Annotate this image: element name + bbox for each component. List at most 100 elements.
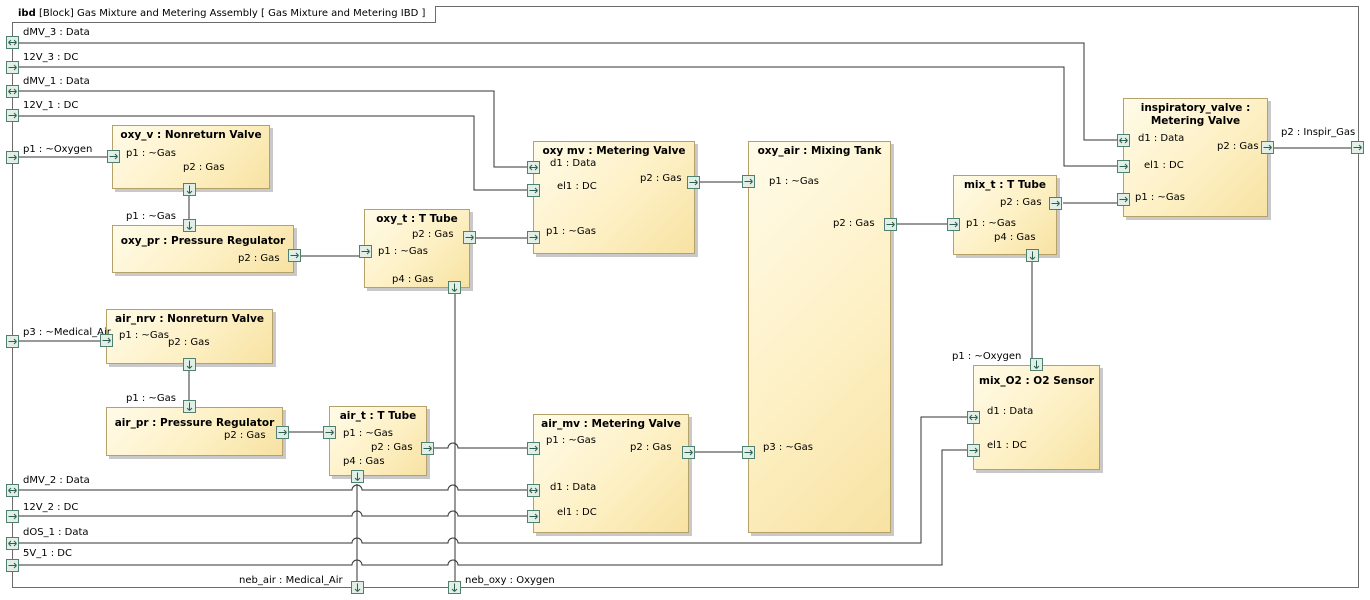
port-p3-air[interactable] [6, 335, 19, 348]
port-air-nrv-p2[interactable] [183, 358, 196, 371]
bidirectional-arrow-icon [529, 164, 538, 171]
port-insp-p2[interactable] [1261, 141, 1274, 154]
port-label: p2 : Gas [1000, 197, 1042, 208]
arrow-down-icon [354, 583, 361, 592]
port-air-t-p1[interactable] [323, 426, 336, 439]
arrow-right-icon [886, 221, 895, 228]
block-oxy-v[interactable]: oxy_v : Nonreturn Valve [112, 125, 270, 189]
port-air-mv-d1[interactable] [527, 484, 540, 497]
block-title: air_nrv : Nonreturn Valve [115, 313, 264, 325]
port-neb-oxy[interactable] [448, 581, 461, 594]
port-label: p1 : ~Gas [378, 246, 428, 257]
connector-dMV1 [19, 90, 530, 168]
frame-title: ibd [Block] Gas Mixture and Metering Ass… [12, 6, 437, 23]
port-label-neb-air: neb_air : Medical_Air [239, 575, 343, 586]
port-mix-o2-p1[interactable] [1030, 358, 1043, 371]
port-insp-el1[interactable] [1117, 160, 1130, 173]
port-12V3[interactable] [6, 61, 19, 74]
port-dOS1[interactable] [6, 537, 19, 550]
port-label: p2 : Gas [412, 229, 454, 240]
port-label-dOS1: dOS_1 : Data [23, 527, 89, 538]
port-air-mv-el1[interactable] [527, 510, 540, 523]
port-air-t-p4[interactable] [351, 470, 364, 483]
port-mix-t-p4[interactable] [1026, 249, 1039, 262]
bidirectional-arrow-icon [8, 540, 17, 547]
port-oxy-t-p4[interactable] [448, 281, 461, 294]
port-insp-d1[interactable] [1117, 134, 1130, 147]
arrow-right-icon [689, 179, 698, 186]
bidirectional-arrow-icon [8, 487, 17, 494]
port-dMV1[interactable] [6, 85, 19, 98]
port-5V1[interactable] [6, 559, 19, 572]
port-dMV2[interactable] [6, 484, 19, 497]
port-insp-p1[interactable] [1117, 193, 1130, 206]
arrow-down-icon [186, 360, 193, 369]
port-oxy-pr-p1[interactable] [183, 219, 196, 232]
block-title: oxy mv : Metering Valve [542, 145, 686, 157]
port-oxy-pr-p2[interactable] [288, 249, 301, 262]
connector-12V3 [19, 66, 1120, 167]
port-oxy-air-p1[interactable] [742, 175, 755, 188]
block-inspiratory-valve[interactable]: inspiratory_valve : Metering Valve [1123, 98, 1268, 217]
block-air-t[interactable]: air_t : T Tube [329, 406, 427, 476]
connector-12V2 [19, 510, 530, 517]
port-oxy-t-p1[interactable] [359, 245, 372, 258]
port-mix-o2-d1[interactable] [967, 411, 980, 424]
port-air-t-p2[interactable] [421, 442, 434, 455]
port-oxy-mv-el1[interactable] [527, 184, 540, 197]
arrow-right-icon [744, 178, 753, 185]
block-oxy-mv[interactable]: oxy mv : Metering Valve [533, 141, 695, 254]
port-mix-t-p1[interactable] [947, 218, 960, 231]
port-neb-air[interactable] [351, 581, 364, 594]
port-label-12V3: 12V_3 : DC [23, 52, 79, 63]
port-air-pr-p1[interactable] [183, 400, 196, 413]
port-oxy-air-p2[interactable] [884, 218, 897, 231]
port-mix-t-p2[interactable] [1049, 197, 1062, 210]
arrow-down-icon [354, 472, 361, 481]
port-oxy-mv-p1[interactable] [527, 231, 540, 244]
block-oxy-air[interactable]: oxy_air : Mixing Tank [748, 141, 891, 533]
port-p2-inspir[interactable] [1351, 141, 1364, 154]
port-label-dMV2: dMV_2 : Data [23, 475, 90, 486]
block-title: oxy_pr : Pressure Regulator [120, 235, 286, 247]
port-mix-o2-el1[interactable] [967, 444, 980, 457]
block-title: air_mv : Metering Valve [541, 418, 681, 430]
port-12V2[interactable] [6, 510, 19, 523]
arrow-right-icon [8, 338, 17, 345]
port-p1-oxygen[interactable] [6, 151, 19, 164]
port-label: p2 : Gas [183, 162, 225, 173]
port-air-mv-p2[interactable] [682, 446, 695, 459]
block-title: oxy_v : Nonreturn Valve [120, 129, 262, 141]
block-air-pr[interactable]: air_pr : Pressure Regulator [106, 407, 283, 456]
port-oxy-air-p3[interactable] [742, 446, 755, 459]
arrow-down-icon [186, 221, 193, 230]
block-oxy-pr[interactable]: oxy_pr : Pressure Regulator [112, 225, 294, 273]
port-12V1[interactable] [6, 109, 19, 122]
bidirectional-arrow-icon [8, 39, 17, 46]
port-air-pr-p2[interactable] [276, 426, 289, 439]
block-mix-t[interactable]: mix_t : T Tube [953, 175, 1057, 255]
block-oxy-t[interactable]: oxy_t : T Tube [364, 209, 470, 288]
port-oxy-v-p2[interactable] [183, 183, 196, 196]
port-oxy-v-p1[interactable] [107, 150, 120, 163]
port-oxy-mv-d1[interactable] [527, 161, 540, 174]
port-label: d1 : Data [550, 158, 597, 169]
port-air-mv-p1[interactable] [527, 442, 540, 455]
port-label: p2 : Gas [833, 218, 875, 229]
port-oxy-mv-p2[interactable] [687, 176, 700, 189]
arrow-down-icon [186, 185, 193, 194]
port-air-nrv-p1[interactable] [100, 334, 113, 347]
port-label: p1 : ~Gas [126, 148, 176, 159]
block-title: oxy_t : T Tube [376, 213, 458, 225]
block-air-nrv[interactable]: air_nrv : Nonreturn Valve [106, 309, 273, 364]
port-label: p1 : ~Gas [769, 176, 819, 187]
port-dMV3[interactable] [6, 36, 19, 49]
port-label: p2 : Gas [224, 430, 266, 441]
block-air-mv[interactable]: air_mv : Metering Valve [533, 414, 689, 533]
port-label: p1 : ~Gas [119, 330, 169, 341]
bidirectional-arrow-icon [1119, 137, 1128, 144]
port-label: p1 : ~Oxygen [952, 351, 1022, 362]
port-label-12V1: 12V_1 : DC [23, 100, 79, 111]
port-oxy-t-p2[interactable] [463, 231, 476, 244]
